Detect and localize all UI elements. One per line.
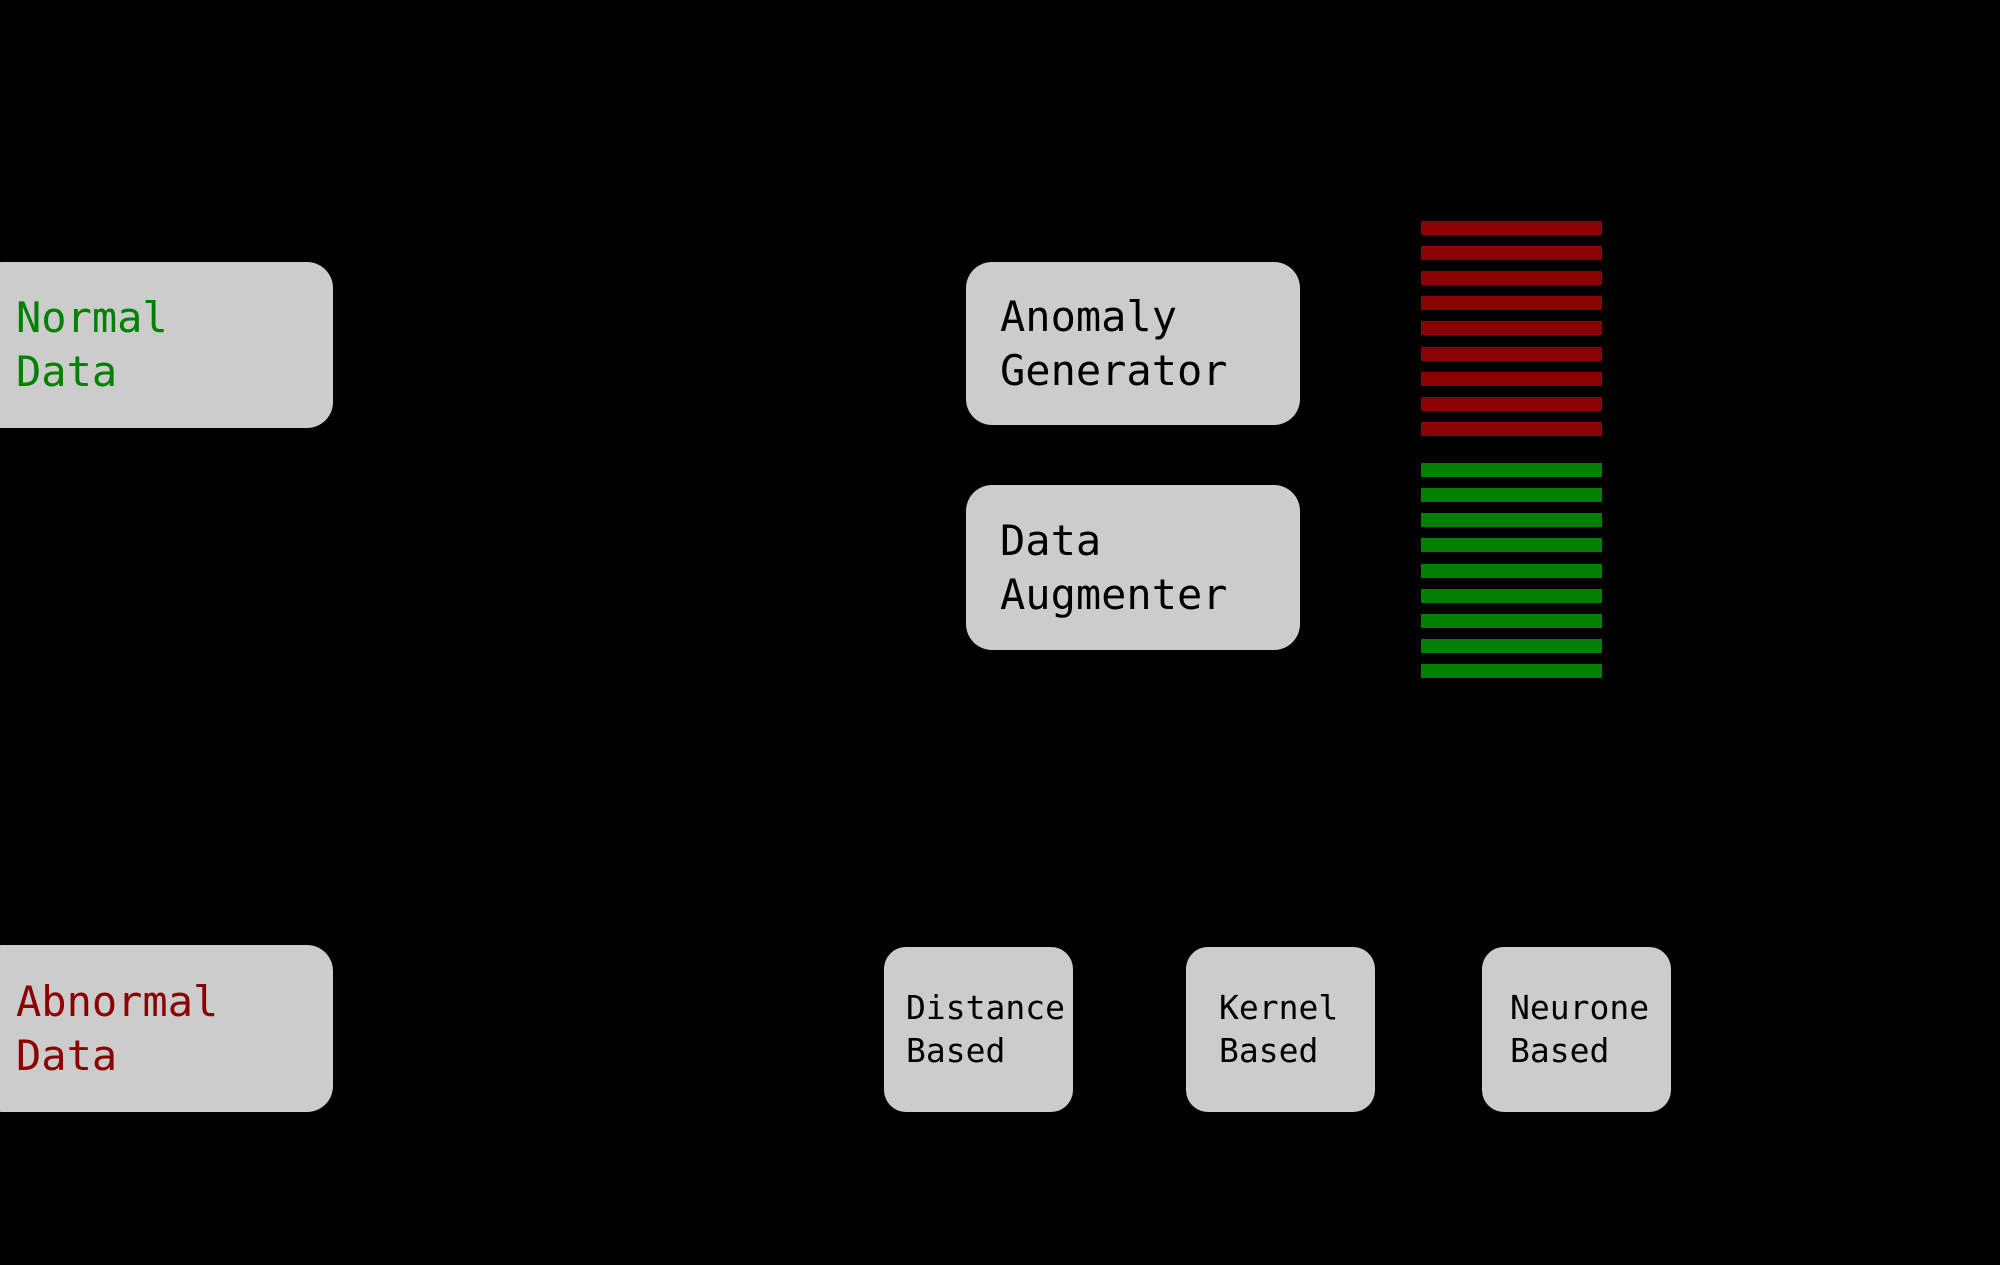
node-distance-based[interactable]: Distance Based — [884, 947, 1073, 1112]
node-kernel-based-line2: Based — [1219, 1030, 1319, 1070]
sample-stripe-normal — [1421, 488, 1602, 502]
node-abnormal-data-line1: Abnormal — [16, 976, 219, 1026]
node-kernel-based-line1: Kernel — [1219, 988, 1339, 1028]
sample-stripe-normal — [1421, 639, 1602, 653]
sample-stripe-abnormal — [1421, 296, 1602, 310]
sample-stripe-abnormal — [1421, 321, 1602, 335]
sample-stripe-abnormal — [1421, 372, 1602, 386]
node-neurone-based[interactable]: Neurone Based — [1482, 947, 1671, 1112]
node-data-augmenter-line2: Augmenter — [1000, 569, 1228, 619]
sample-stripe-abnormal — [1421, 271, 1602, 285]
sample-stripe-abnormal — [1421, 347, 1602, 361]
node-distance-based-line2: Based — [906, 1030, 1006, 1070]
sample-stripe-normal — [1421, 513, 1602, 527]
generated-sample-stripes — [1421, 221, 1602, 678]
sample-stripe-normal — [1421, 463, 1602, 477]
node-normal-data-line1: Normal — [16, 293, 168, 343]
node-data-augmenter[interactable]: Data Augmenter — [966, 485, 1300, 650]
sample-stripe-normal — [1421, 564, 1602, 578]
sample-stripe-normal — [1421, 538, 1602, 552]
node-kernel-based[interactable]: Kernel Based — [1186, 947, 1375, 1112]
sample-stripe-normal — [1421, 664, 1602, 678]
node-anomaly-generator-line1: Anomaly — [1000, 291, 1178, 341]
node-neurone-based-line2: Based — [1510, 1030, 1610, 1070]
node-abnormal-data[interactable]: Abnormal Data — [0, 945, 333, 1112]
sample-stripe-normal — [1421, 614, 1602, 628]
node-normal-data[interactable]: Normal Data — [0, 262, 333, 428]
sample-stripe-abnormal — [1421, 246, 1602, 260]
node-distance-based-line1: Distance — [906, 988, 1065, 1028]
node-anomaly-generator[interactable]: Anomaly Generator — [966, 262, 1300, 425]
sample-stripe-abnormal — [1421, 397, 1602, 411]
sample-stripe-normal — [1421, 589, 1602, 603]
node-anomaly-generator-line2: Generator — [1000, 345, 1228, 395]
node-data-augmenter-line1: Data — [1000, 515, 1102, 565]
sample-stripe-abnormal — [1421, 221, 1602, 235]
node-abnormal-data-line2: Data — [16, 1030, 118, 1080]
node-neurone-based-line1: Neurone — [1510, 988, 1650, 1028]
sample-stripe-abnormal — [1421, 422, 1602, 436]
node-normal-data-line2: Data — [16, 347, 118, 396]
